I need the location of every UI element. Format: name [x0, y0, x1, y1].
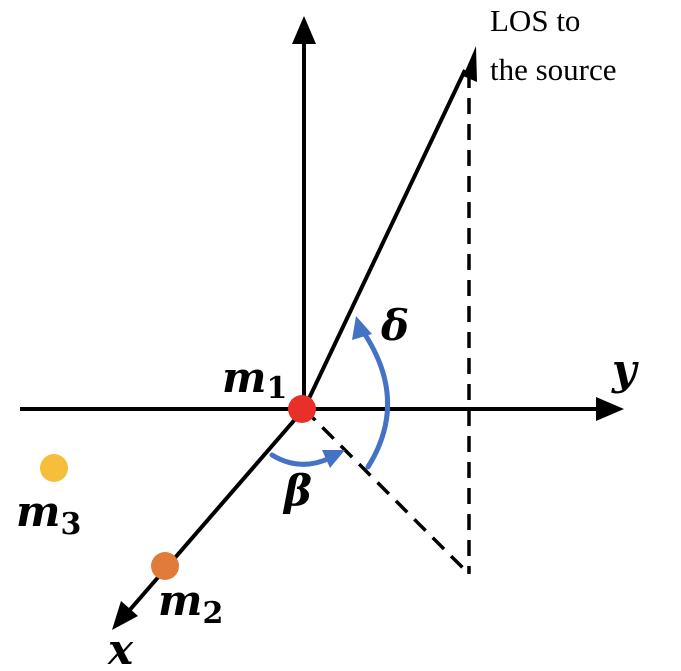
- delta-arc-arrowhead: [352, 316, 372, 340]
- delta-angle-arc: [359, 327, 391, 470]
- beta-angle-arc: [269, 452, 333, 467]
- z-axis-arrowhead: [292, 16, 316, 44]
- x-axis-line: [126, 407, 306, 614]
- y-axis-arrowhead: [596, 397, 624, 421]
- diagonal-dashed-projection: [302, 407, 471, 576]
- beta-label: β: [282, 466, 312, 515]
- los-label-line2: the source: [490, 52, 617, 87]
- m3-label: m3: [16, 487, 81, 542]
- beta-arc-arrowhead: [322, 450, 345, 468]
- los-label-line1: LOS to: [490, 3, 580, 38]
- mass-m1-dot: [288, 395, 316, 423]
- los-arrowhead: [463, 46, 477, 82]
- delta-label: δ: [380, 301, 409, 350]
- m2-label: m2: [158, 576, 223, 631]
- y-axis-label: y: [611, 345, 639, 394]
- m1-label: m1: [222, 353, 287, 406]
- x-axis-label: x: [107, 625, 134, 671]
- x-axis-arrowhead: [112, 601, 138, 630]
- los-line: [302, 69, 467, 410]
- mass-m2-dot: [151, 552, 179, 580]
- mass-m3-dot: [40, 454, 68, 482]
